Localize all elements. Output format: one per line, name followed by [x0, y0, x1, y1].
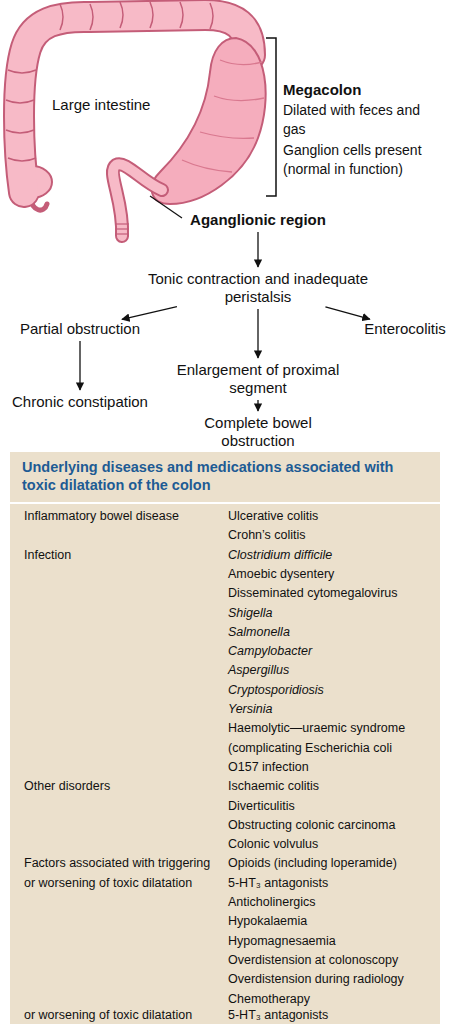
flow-step: Enterocolitis: [364, 320, 446, 338]
table-cell: Anticholinergics: [228, 893, 438, 912]
megacolon-bulge: [152, 38, 266, 204]
flow-step: Enlargement of proximal segment: [166, 361, 351, 397]
flow-step: Chronic constipation: [12, 393, 148, 411]
table-cell: Overdistension at colonoscopy: [228, 951, 438, 970]
table-cell: Colonic volvulus: [228, 835, 438, 854]
step-text: Tonic contraction and inadequate perista…: [136, 270, 381, 306]
flow-arrow: [325, 307, 369, 319]
table-cell: Factors associated with triggering or wo…: [24, 854, 220, 893]
flow-step: Aganglionic region: [190, 211, 326, 229]
flow-arrow: [122, 307, 177, 320]
table-cell: Hypokalaemia: [228, 912, 438, 931]
table-cell: Overdistension during radiology: [228, 970, 438, 989]
table-cell: Yersinia: [228, 700, 438, 719]
part-label: Ganglion cells present (normal in functi…: [283, 141, 431, 179]
table-cell: Campylobacter: [228, 642, 438, 661]
table-cell: Haemolytic—uraemic syndrome (complicatin…: [228, 719, 418, 777]
step-text: Chronic constipation: [12, 393, 148, 411]
table-cell: Shigella: [228, 604, 438, 623]
table-cell: Clostridium difficile: [228, 546, 438, 565]
table-cell: Cryptosporidiosis: [228, 681, 438, 700]
table-title: Underlying diseases and medications asso…: [22, 458, 422, 494]
aganglionic-outline: [113, 164, 162, 236]
flow-arrow: [257, 232, 258, 267]
flow-arrow: [257, 309, 258, 358]
step-text: Partial obstruction: [20, 320, 140, 338]
table-cell: Diverticulitis: [228, 797, 438, 816]
anal-rings: [115, 224, 129, 234]
leader-line: [150, 196, 182, 218]
table-cell: Infection: [24, 546, 220, 565]
flow-step: Tonic contraction and inadequate perista…: [136, 270, 381, 306]
table-cell: Chemotherapy: [228, 990, 438, 1009]
table-panel: Underlying diseases and medications asso…: [10, 452, 440, 1024]
table-cell: Salmonella: [228, 623, 438, 642]
table-cell: Ischaemic colitis: [228, 777, 438, 796]
part-label: Megacolon: [283, 80, 433, 100]
flow-step: Partial obstruction: [20, 320, 140, 338]
table-cell: 5-HT₃ antagonists: [228, 1008, 438, 1023]
table-cell: 5-HT₃ antagonists: [228, 874, 438, 893]
megacolon-folds: [182, 60, 264, 172]
step-text: Complete bowel obstruction: [183, 414, 333, 450]
table-cell: Disseminated cytomegalovirus: [228, 584, 438, 603]
table-cell: Obstructing colonic carcinoma: [228, 816, 438, 835]
haustra: [6, 2, 213, 161]
step-text: Enterocolitis: [364, 320, 446, 338]
table-cell: Ulcerative colitis: [228, 507, 438, 526]
table-cell: Crohn’s colitis: [228, 526, 438, 545]
flow-arrow: [257, 400, 258, 411]
table-cell: or worsening of toxic dilatation: [24, 1008, 224, 1023]
flow-step: Complete bowel obstruction: [183, 414, 333, 450]
flow-arrow: [79, 341, 80, 390]
step-text: Enlargement of proximal segment: [166, 361, 351, 397]
table-cell: Opioids (including loperamide): [228, 854, 438, 873]
part-label: Dilated with feces and gas: [283, 101, 431, 139]
aganglionic-segment: [113, 164, 162, 236]
bracket: [266, 38, 276, 196]
table-cell: Other disorders: [24, 777, 220, 796]
table-cell: Amoebic dysentery: [228, 565, 438, 584]
part-label: Large intestine: [52, 95, 172, 115]
table-cell: Hypomagnesaemia: [228, 932, 438, 951]
table-cell: Aspergillus: [228, 661, 438, 680]
table-cell: Inflammatory bowel disease: [24, 507, 220, 526]
step-text: Aganglionic region: [190, 211, 326, 229]
